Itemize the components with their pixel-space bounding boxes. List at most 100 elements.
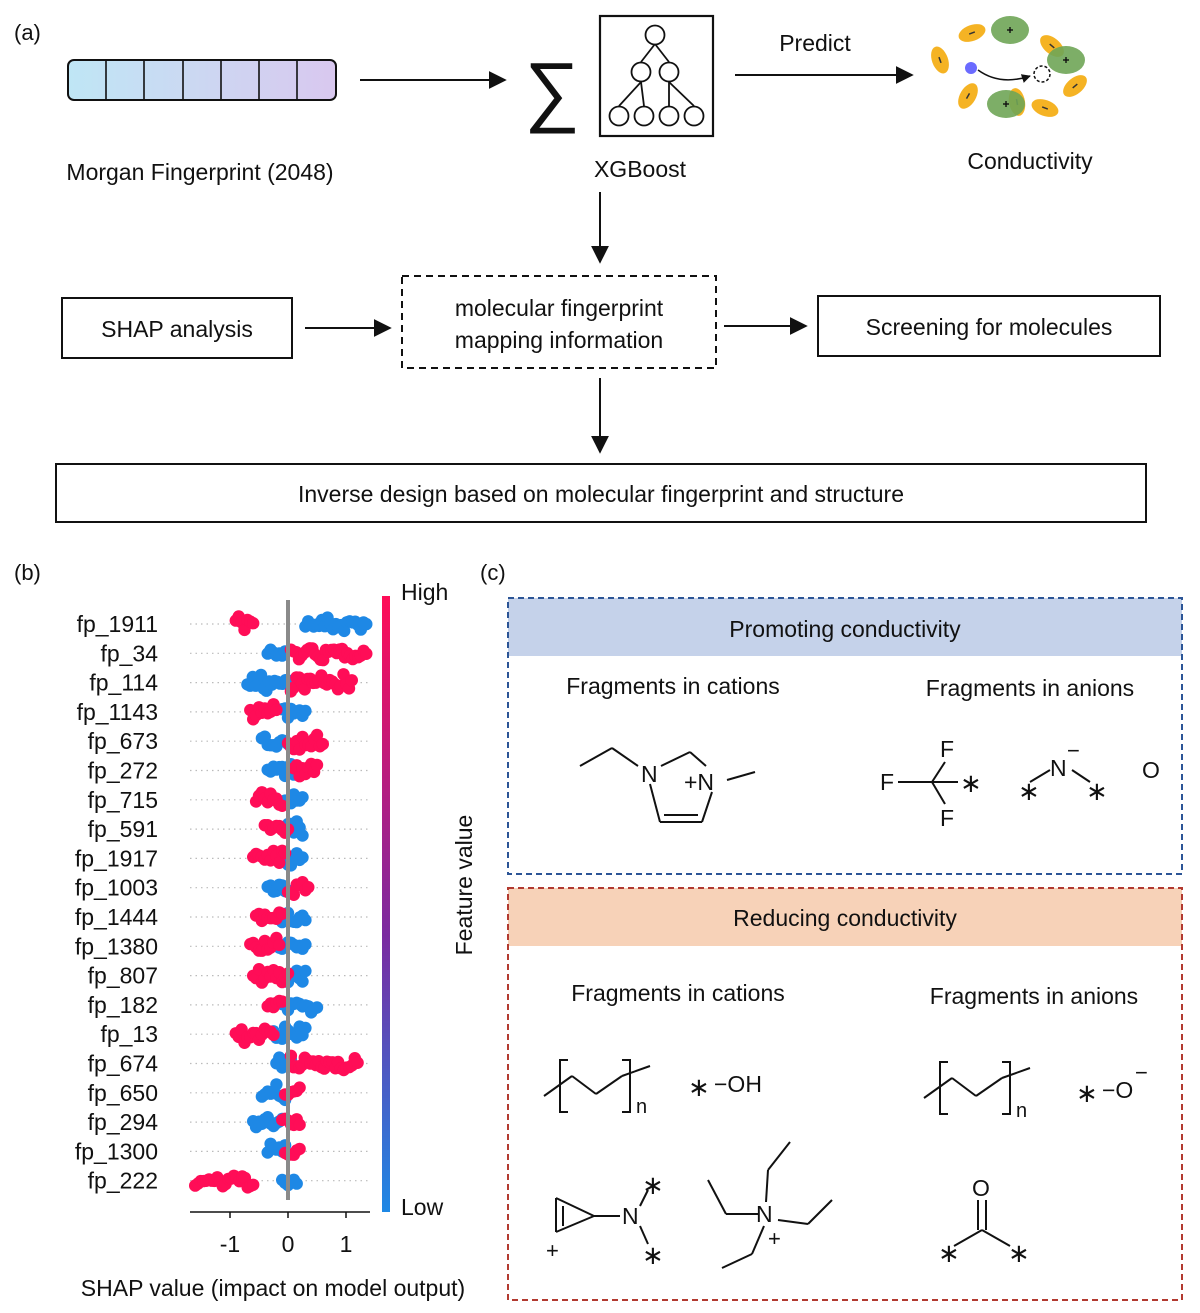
reducing-title: Reducing conductivity	[733, 905, 957, 931]
shap-row-fp-114: fp_114	[89, 668, 370, 698]
carbonyl-star-right: ∗	[1008, 1238, 1030, 1268]
amide-star-right: ∗	[1086, 776, 1108, 806]
shap-row-fp-1444: fp_1444	[75, 904, 370, 930]
high-value-point	[310, 728, 324, 742]
low-value-point	[299, 913, 312, 927]
high-value-point	[316, 737, 329, 751]
fingerprint-bar-body	[67, 59, 337, 101]
feature-label: fp_650	[88, 1080, 158, 1106]
amide-minus-charge: −	[1067, 738, 1080, 763]
low-value-point	[296, 791, 309, 804]
anion-particle	[1063, 75, 1087, 97]
high-value-point	[293, 1118, 306, 1132]
shap-row-fp-1143: fp_1143	[77, 698, 370, 726]
feature-label: fp_1917	[75, 845, 158, 871]
shap-row-fp-222: fp_222	[88, 1168, 370, 1194]
alkoxide-minus: −	[1135, 1060, 1148, 1085]
high-value-point	[247, 617, 260, 630]
cf3-fluorine-bottom: F	[940, 805, 954, 831]
screening-label: Screening for molecules	[866, 314, 1113, 340]
low-value-point	[299, 964, 312, 978]
cation-particle	[1047, 46, 1085, 74]
ammonium-nitrogen: N	[756, 1201, 773, 1227]
shap-row-fp-591: fp_591	[88, 815, 370, 842]
oxygen-fragment: O	[1142, 757, 1160, 783]
amide-anion-structure: ∗ N − ∗	[1018, 738, 1108, 806]
panel-b-label: (b)	[14, 560, 41, 585]
panel-c: (c) Promoting conductivity Fragments in …	[480, 560, 1183, 1301]
feature-label: fp_674	[88, 1051, 159, 1077]
shap-row-fp-807: fp_807	[88, 963, 370, 989]
high-value-point	[302, 881, 315, 894]
feature-label: fp_182	[88, 992, 158, 1018]
high-value-point	[345, 674, 358, 687]
mapping-line-2: mapping information	[455, 327, 663, 353]
shap-row-fp-1003: fp_1003	[75, 875, 370, 901]
feature-label: fp_673	[88, 728, 158, 754]
high-value-point	[351, 1056, 364, 1070]
shap-row-fp-182: fp_182	[88, 992, 370, 1019]
cation-particle	[987, 90, 1025, 118]
feature-label: fp_1003	[75, 875, 158, 901]
fingerprint-label: Morgan Fingerprint (2048)	[66, 159, 333, 185]
promoting-header	[508, 598, 1182, 656]
moving-ion	[965, 62, 977, 74]
carbonyl-structure: O ∗ ∗	[938, 1175, 1030, 1268]
x-tick-label: 0	[282, 1231, 295, 1257]
alkoxide-group: −O	[1102, 1077, 1133, 1103]
fingerprint-bar	[67, 59, 337, 101]
x-tick-label: 1	[340, 1231, 353, 1257]
low-value-point	[296, 829, 309, 842]
low-value-point	[290, 1177, 303, 1190]
feature-label: fp_1911	[77, 611, 158, 637]
feature-label: fp_1380	[75, 933, 158, 959]
high-value-point	[247, 1178, 260, 1192]
cf3-fluorine-top: F	[940, 736, 954, 762]
inverse-design-label: Inverse design based on molecular finger…	[298, 481, 904, 507]
low-value-point	[296, 851, 309, 864]
screening-box	[817, 295, 1161, 357]
reducing-box	[507, 887, 1183, 1301]
imidazolium-cation-structure: N +N	[579, 747, 756, 823]
feature-label: fp_13	[100, 1021, 158, 1047]
amide-star-left: ∗	[1018, 776, 1040, 806]
cf3-fluorine-left: F	[880, 769, 894, 795]
shap-row-fp-272: fp_272	[88, 758, 370, 784]
low-value-point	[299, 704, 312, 718]
cyclopropenium-star-bottom: ∗	[642, 1240, 664, 1270]
low-value-point	[296, 975, 309, 988]
shap-row-fp-650: fp_650	[88, 1078, 370, 1107]
xgboost-tree-icon	[598, 14, 715, 138]
high-value-point	[273, 938, 286, 952]
shap-row-fp-715: fp_715	[88, 786, 370, 813]
reducing-cations-label: Fragments in cations	[571, 980, 784, 1006]
repeat-n-cation: n	[636, 1096, 647, 1118]
colorbar-title: Feature value	[451, 815, 477, 956]
promoting-cations-label: Fragments in cations	[566, 673, 779, 699]
anion-particle	[958, 24, 986, 42]
colorbar-high-label: High	[401, 579, 448, 605]
cyclopropenium-nitrogen: N	[622, 1203, 639, 1229]
high-value-point	[276, 907, 289, 920]
panel-c-label: (c)	[480, 560, 506, 585]
sigma-symbol: ∑	[524, 46, 580, 134]
low-value-point	[310, 1001, 324, 1014]
shap-analysis-box	[61, 297, 293, 359]
low-value-point	[299, 1021, 312, 1035]
low-value-point	[299, 938, 312, 951]
hydroxyl-group: −OH	[714, 1071, 762, 1097]
feature-label: fp_807	[88, 963, 158, 989]
polyethylene-repeat-anion: n	[923, 1061, 1031, 1122]
ammonium-plus: +	[768, 1226, 781, 1251]
shap-row-fp-1911: fp_1911	[77, 610, 373, 638]
shap-row-fp-34: fp_34	[100, 640, 373, 667]
predict-label: Predict	[779, 30, 851, 56]
low-value-point	[270, 1078, 283, 1091]
feature-label: fp_715	[88, 787, 158, 813]
cyclopropenium-star-top: ∗	[642, 1170, 664, 1200]
repeat-n-anion: n	[1016, 1100, 1027, 1122]
shap-row-fp-1300: fp_1300	[75, 1137, 370, 1164]
feature-label: fp_114	[89, 670, 158, 696]
